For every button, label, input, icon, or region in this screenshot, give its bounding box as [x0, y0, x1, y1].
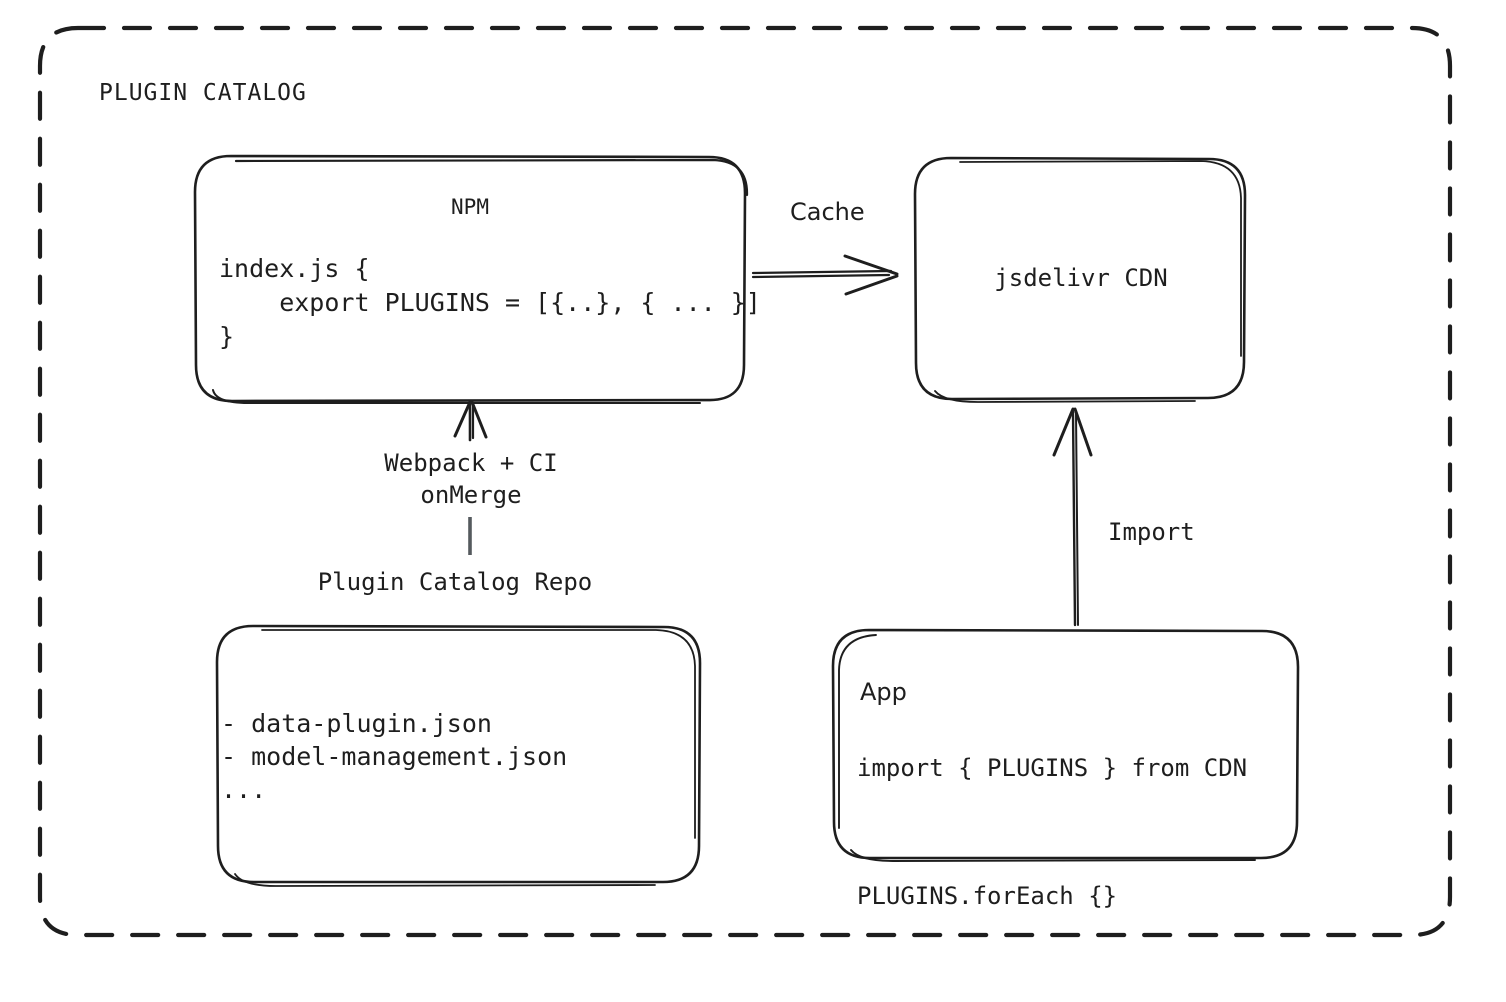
plugin-catalog-group-title: PLUGIN CATALOG	[99, 80, 307, 106]
edge-label-cache: Cache	[790, 198, 865, 226]
repo-node-caption: Plugin Catalog Repo	[317, 568, 593, 596]
repo-node-file-list: - data-plugin.json - model-management.js…	[221, 709, 568, 804]
edge-app-to-cdn	[1052, 407, 1093, 627]
edge-label-import: Import	[1108, 518, 1195, 546]
app-node-code: import { PLUGINS } from CDN PLUGINS.forE…	[857, 754, 1248, 910]
app-node-title: App	[860, 678, 907, 706]
cdn-node-title: jsdelivr CDN	[994, 264, 1168, 292]
npm-node-code: index.js { export PLUGINS = [{..}, { ...…	[219, 254, 761, 351]
npm-node-title: NPM	[451, 195, 489, 219]
edge-label-webpack-ci-onmerge: Webpack + CI onMerge	[384, 449, 558, 509]
edge-npm-to-cdn	[751, 254, 899, 296]
